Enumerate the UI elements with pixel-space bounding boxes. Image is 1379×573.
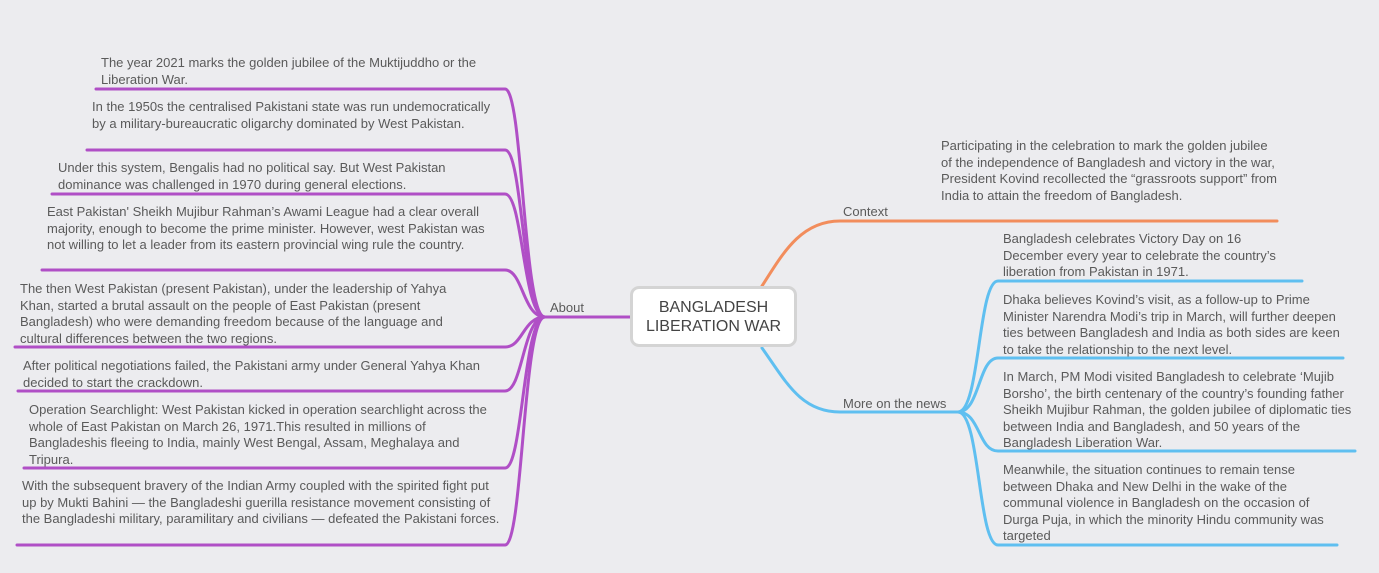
news-topic[interactable]: Meanwhile, the situation continues to re…	[1003, 462, 1324, 544]
about-topic[interactable]: The then West Pakistan (present Pakistan…	[20, 281, 447, 346]
news-connector-0	[956, 279, 1304, 414]
news-topic[interactable]: Bangladesh celebrates Victory Day on 16 …	[1003, 231, 1276, 280]
about-topic[interactable]: Under this system, Bengalis had no polit…	[58, 160, 446, 192]
about-topic[interactable]: Operation Searchlight: West Pakistan kic…	[29, 402, 487, 467]
branch-label-about[interactable]: About	[550, 300, 584, 315]
about-topic[interactable]: In the 1950s the centralised Pakistani s…	[92, 99, 491, 131]
branch-label-context[interactable]: Context	[843, 204, 888, 219]
branch-label-more-on-the-news[interactable]: More on the news	[843, 396, 947, 411]
context-connector	[760, 219, 1279, 288]
about-topic[interactable]: With the subsequent bravery of the India…	[22, 478, 500, 527]
news-topic[interactable]: In March, PM Modi visited Bangladesh to …	[1003, 369, 1352, 451]
about-topic[interactable]: After political negotiations failed, the…	[23, 358, 480, 390]
central-topic[interactable]: BANGLADESH LIBERATION WAR	[630, 286, 797, 347]
news-connector-1	[956, 356, 1345, 414]
about-topic[interactable]: The year 2021 marks the golden jubilee o…	[101, 55, 477, 87]
about-connector-3	[40, 268, 547, 319]
news-trunk-line	[760, 346, 960, 414]
context-topic[interactable]: Participating in the celebration to mark…	[941, 138, 1277, 203]
news-connector-3	[956, 410, 1339, 547]
news-connector-2	[956, 410, 1357, 453]
about-connector-2	[50, 192, 547, 319]
about-connector-7	[15, 315, 547, 547]
about-connector-5	[16, 315, 547, 393]
about-topic[interactable]: East Pakistan' Sheikh Mujibur Rahman’s A…	[47, 204, 485, 253]
news-topic[interactable]: Dhaka believes Kovind’s visit, as a foll…	[1003, 292, 1340, 357]
